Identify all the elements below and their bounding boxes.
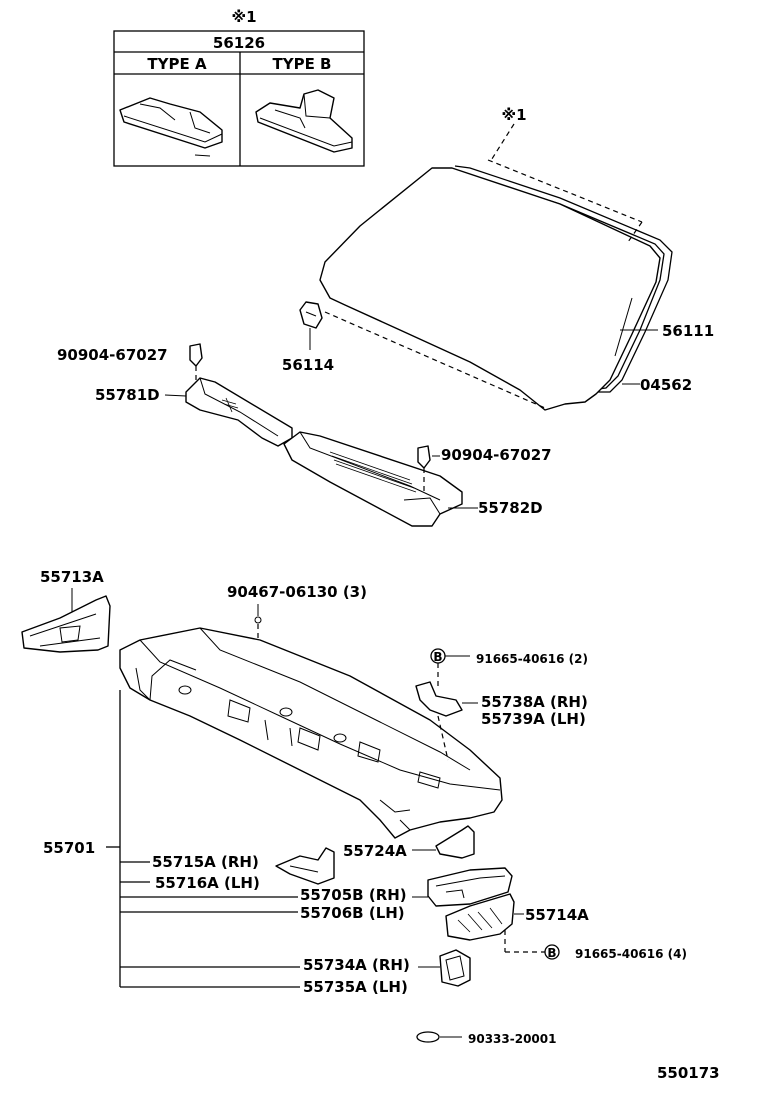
label-side-rh: 55705B (RH) [300,886,407,904]
windshield-mark: ※1 [501,106,526,124]
label-55714a: 55714A [525,906,589,924]
cowl-top-right: 90904-67027 55782D [283,431,552,527]
label-clip-right: 90904-67027 [441,446,552,464]
stopper-type-a-drawing [119,97,223,157]
lower-parts: 55701 55715A (RH) 55716A (LH) 55705B (RH… [43,690,687,1046]
label-grommet: 90467-06130 (3) [227,583,367,601]
figure-number: 550173 [657,1064,720,1082]
stopper-type-b-drawing [255,89,353,153]
bolt-b-upper-mark: B [433,650,442,664]
windshield-assembly: ※1 56114 56111 04562 [282,106,714,411]
label-55781d: 55781D [95,386,160,404]
cowl-top-left: 90904-67027 55781D [57,343,293,447]
inset-frame [113,30,365,167]
inset-type-a: TYPE A [147,55,207,73]
label-side-lh: 55706B (LH) [300,904,405,922]
label-56111: 56111 [662,322,714,340]
inset-type-b: TYPE B [273,55,332,73]
plug-icon [416,1031,440,1043]
bolt-b-lower-icon [544,944,560,960]
label-bolt-upper: 91665-40616 (2) [476,652,588,666]
label-gusset-rh: 55734A (RH) [303,956,410,974]
label-56114: 56114 [282,356,334,374]
label-brace-lh: 55739A (LH) [481,710,586,728]
inset-part-number: 56126 [213,34,265,52]
label-04562: 04562 [640,376,692,394]
label-ext-rh: 55715A (RH) [152,853,259,871]
label-plug: 90333-20001 [468,1032,556,1046]
inset-mark: ※1 [231,8,256,26]
bolt-b-lower-mark: B [547,946,556,960]
label-clip-left: 90904-67027 [57,346,168,364]
label-55782d: 55782D [478,499,543,517]
inset-table: ※1 56126 TYPE A TYPE B [113,8,365,167]
label-bolt-lower: 91665-40616 (4) [575,947,687,961]
label-55724a: 55724A [343,842,407,860]
label-55713a: 55713A [40,568,104,586]
label-gusset-lh: 55735A (LH) [303,978,408,996]
label-55701: 55701 [43,839,95,857]
cowl-panel: 55713A 90467-06130 (3) B 91665-40616 (2) [21,568,588,860]
label-ext-lh: 55716A (LH) [155,874,260,892]
label-brace-rh: 55738A (RH) [481,693,588,711]
